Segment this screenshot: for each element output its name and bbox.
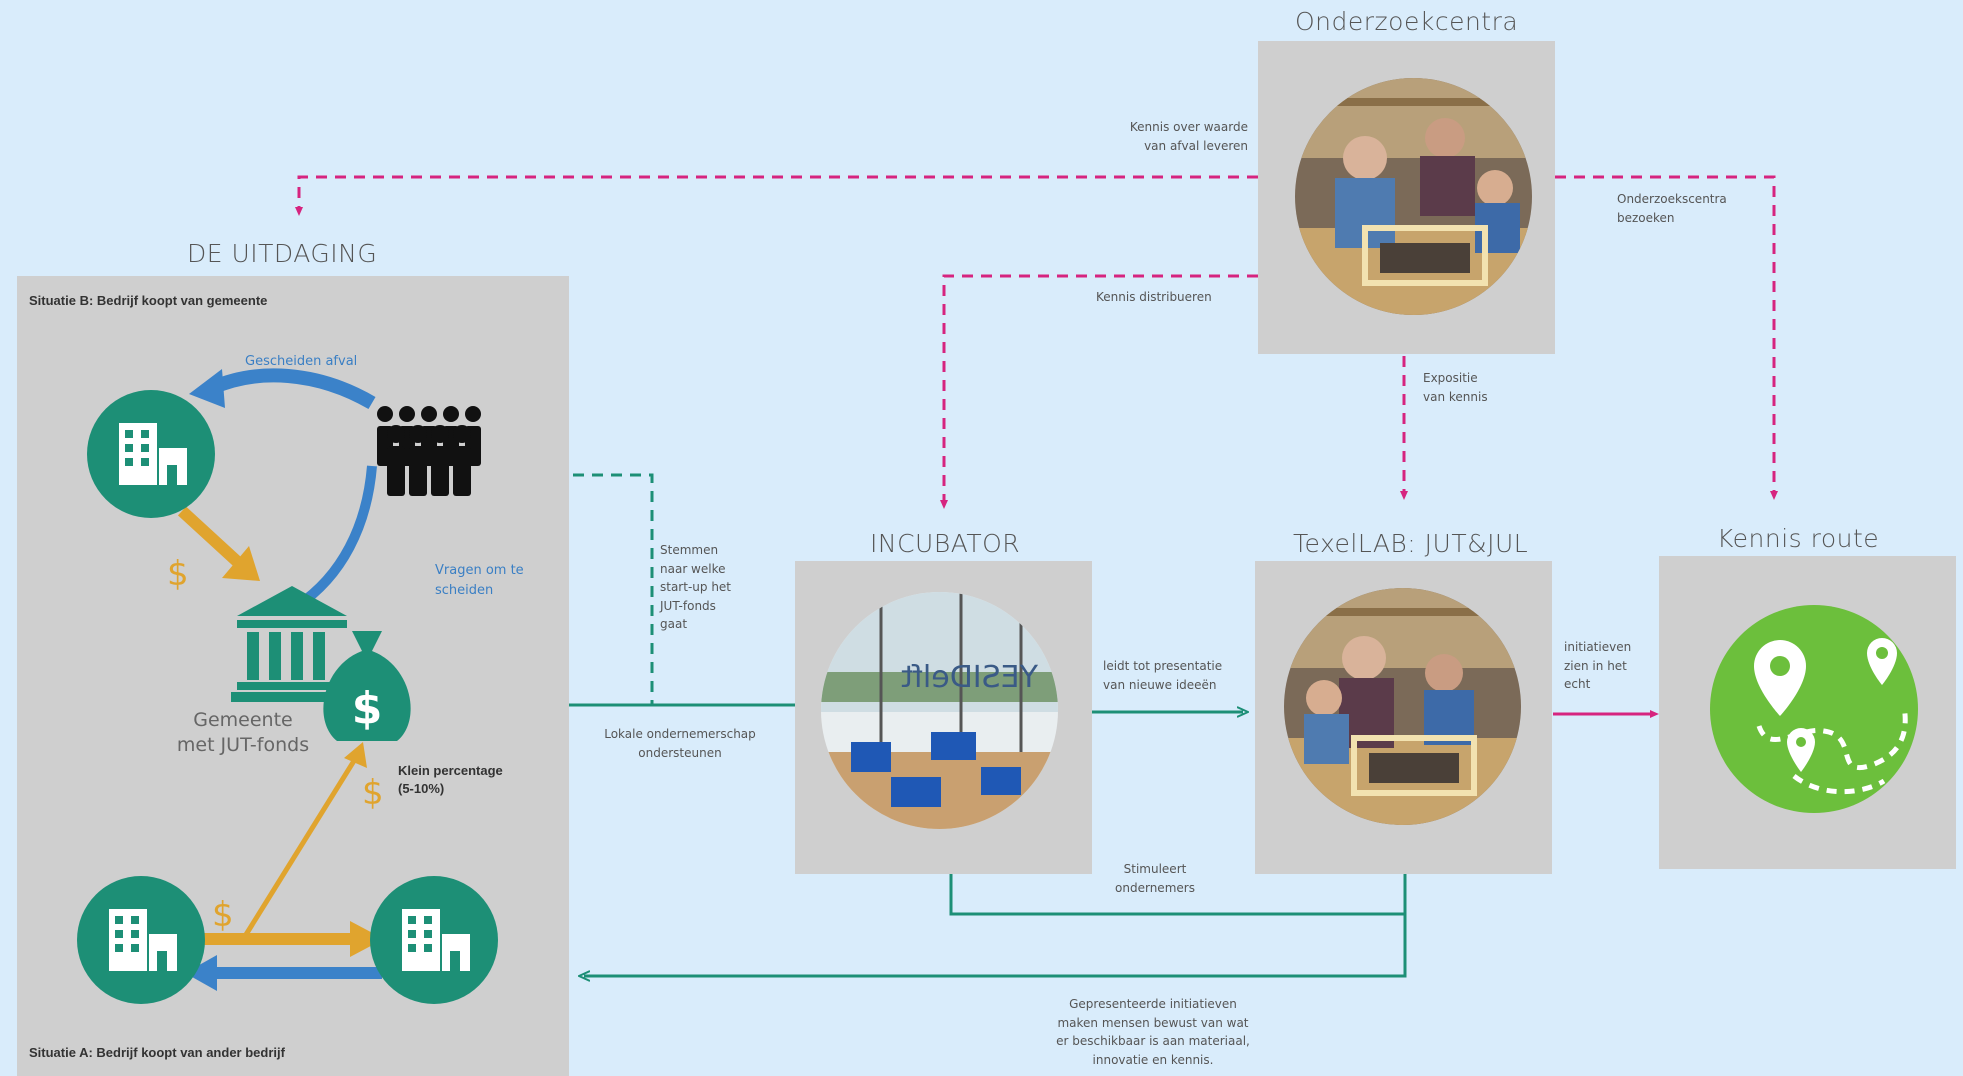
route-map-icon [1710,605,1918,813]
label-gepresenteerde-initiatieven: Gepresenteerde initiatieven maken mensen… [1056,997,1250,1067]
onderzoekcentra-panel [1258,41,1555,354]
label-initiatieven: initiatieven zien in het echt [1564,640,1632,692]
texellab-title: TexelLAB: JUT&JUL [1293,529,1529,558]
gold-arrow-top [177,506,247,571]
incubator-photo: YESIDelft [821,592,1058,829]
money-bag-icon: $ [323,631,411,741]
dollar-icon: $ [362,773,384,813]
gemeente-label: Gemeente met JUT-fonds [176,709,310,756]
incubator-sign: YESIDelft [901,660,1039,695]
klein-percentage-label: Klein percentage (5-10%) [398,763,503,796]
onderzoekcentra-photo [1295,78,1532,315]
map-pin-icon [1754,640,1806,716]
gold-arrow-diagonal [239,754,360,943]
building-icon [370,876,498,1004]
label-onderzoekscentra-bezoeken: Onderzoekscentra bezoeken [1617,192,1727,225]
building-icon [77,876,205,1004]
kennis-route-title: Kennis route [1717,524,1880,553]
onderzoekcentra-title: Onderzoekcentra [1295,7,1519,36]
texellab-panel [1255,561,1552,874]
connector-to-uitdaging [295,175,1258,216]
dollar-icon: $ [212,895,234,935]
situatie-b-label: Situatie B: Bedrijf koopt van gemeente [29,293,268,308]
label-kennis-distribueren: Kennis distribueren [1096,290,1212,304]
texellab-photo [1284,588,1521,825]
label-leidt-tot-presentatie: leidt tot presentatie van nieuwe ideeën [1103,659,1223,692]
label-stimuleert: Stimuleert ondernemers [1115,862,1195,895]
gescheiden-afval-label: Gescheiden afval [245,354,358,369]
money-bag-dollar: $ [352,683,383,734]
blue-arrow-curve [294,465,377,611]
label-expositie: Expositie van kennis [1423,371,1488,404]
label-lokale-ondernemerschap: Lokale ondernemerschap ondersteunen [604,727,756,760]
map-pin-icon [1787,728,1815,772]
uitdaging-illustration: $ $ $ $ [77,368,498,1004]
label-kennis-over-waarde: Kennis over waarde van afval leveren [1129,120,1248,153]
crowd-icon [377,406,481,496]
label-stemmen: Stemmen naar welke start-up het JUT-fond… [660,543,732,632]
map-pin-icon [1867,638,1897,685]
building-icon [87,390,215,518]
voting-dashed-line [497,473,654,705]
incubator-panel: YESIDelft [795,561,1092,874]
vragen-om-te-scheiden-label: Vragen om te scheiden [435,563,524,598]
kennis-route-panel [1659,556,1956,869]
blue-arrow-top [209,368,376,410]
dollar-icon: $ [167,554,189,594]
incubator-title: INCUBATOR [870,529,1021,558]
uitdaging-title: DE UITDAGING [187,239,378,268]
connector-to-kennis-route [1555,175,1778,500]
government-building-icon [231,586,353,702]
connector-to-incubator [940,274,1258,509]
situatie-a-label: Situatie A: Bedrijf koopt van ander bedr… [29,1045,285,1060]
connector-texellab-to-uitdaging [584,905,1407,976]
magenta-dashed-connectors [295,175,1778,509]
